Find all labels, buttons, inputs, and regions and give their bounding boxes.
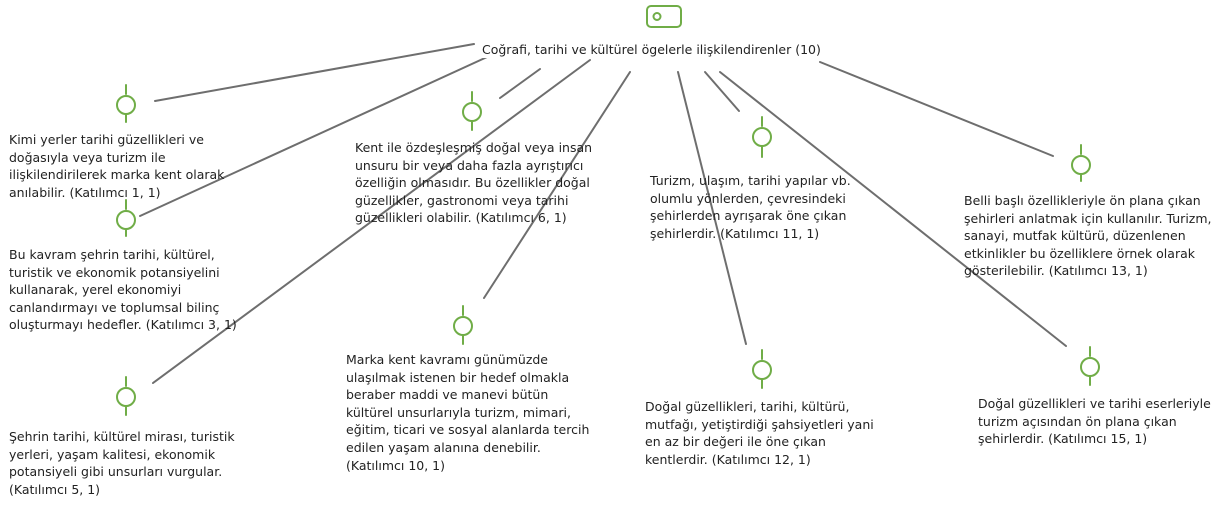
link-node-1 xyxy=(154,43,475,102)
node-text: Kent ile özdeşleşmiş doğal veya insan un… xyxy=(355,140,593,226)
node-marker-icon xyxy=(462,91,482,131)
link-node-7 xyxy=(677,71,747,345)
link-node-2 xyxy=(139,51,499,217)
node-marker-icon xyxy=(752,349,772,389)
node-text: Şehrin tarihi, kültürel mirası, turistik… xyxy=(9,429,235,497)
node-marker-icon xyxy=(1080,346,1100,386)
node-text: Doğal güzellikleri, tarihi, kültürü, mut… xyxy=(645,399,874,467)
node-marker-icon xyxy=(116,84,136,123)
node-text: Bu kavram şehrin tarihi, kültürel, turis… xyxy=(9,247,237,333)
link-node-6 xyxy=(704,71,740,112)
node-text: Belli başlı özellikleriyle ön plana çıka… xyxy=(964,193,1212,279)
node-text: Kimi yerler tarihi güzellikleri ve doğas… xyxy=(9,132,225,200)
node-marker-icon xyxy=(116,376,136,416)
link-node-9 xyxy=(719,71,1067,347)
node-text: Turizm, ulaşım, tarihi yapılar vb. oluml… xyxy=(650,173,851,241)
link-node-3 xyxy=(152,59,591,384)
tag-icon xyxy=(646,5,682,28)
link-node-8 xyxy=(819,61,1054,157)
link-node-5 xyxy=(483,71,631,299)
node-marker-icon xyxy=(752,116,772,158)
root-node-label: Coğrafi, tarihi ve kültürel ögelerle ili… xyxy=(480,41,823,58)
node-marker-icon xyxy=(453,305,473,345)
node-text: Marka kent kavramı günümüzde ulaşılmak i… xyxy=(346,352,590,473)
node-marker-icon xyxy=(1071,144,1091,182)
link-node-4 xyxy=(499,68,541,99)
node-marker-icon xyxy=(116,199,136,237)
node-text: Doğal güzellikleri ve tarihi eserleriyle… xyxy=(978,396,1211,447)
